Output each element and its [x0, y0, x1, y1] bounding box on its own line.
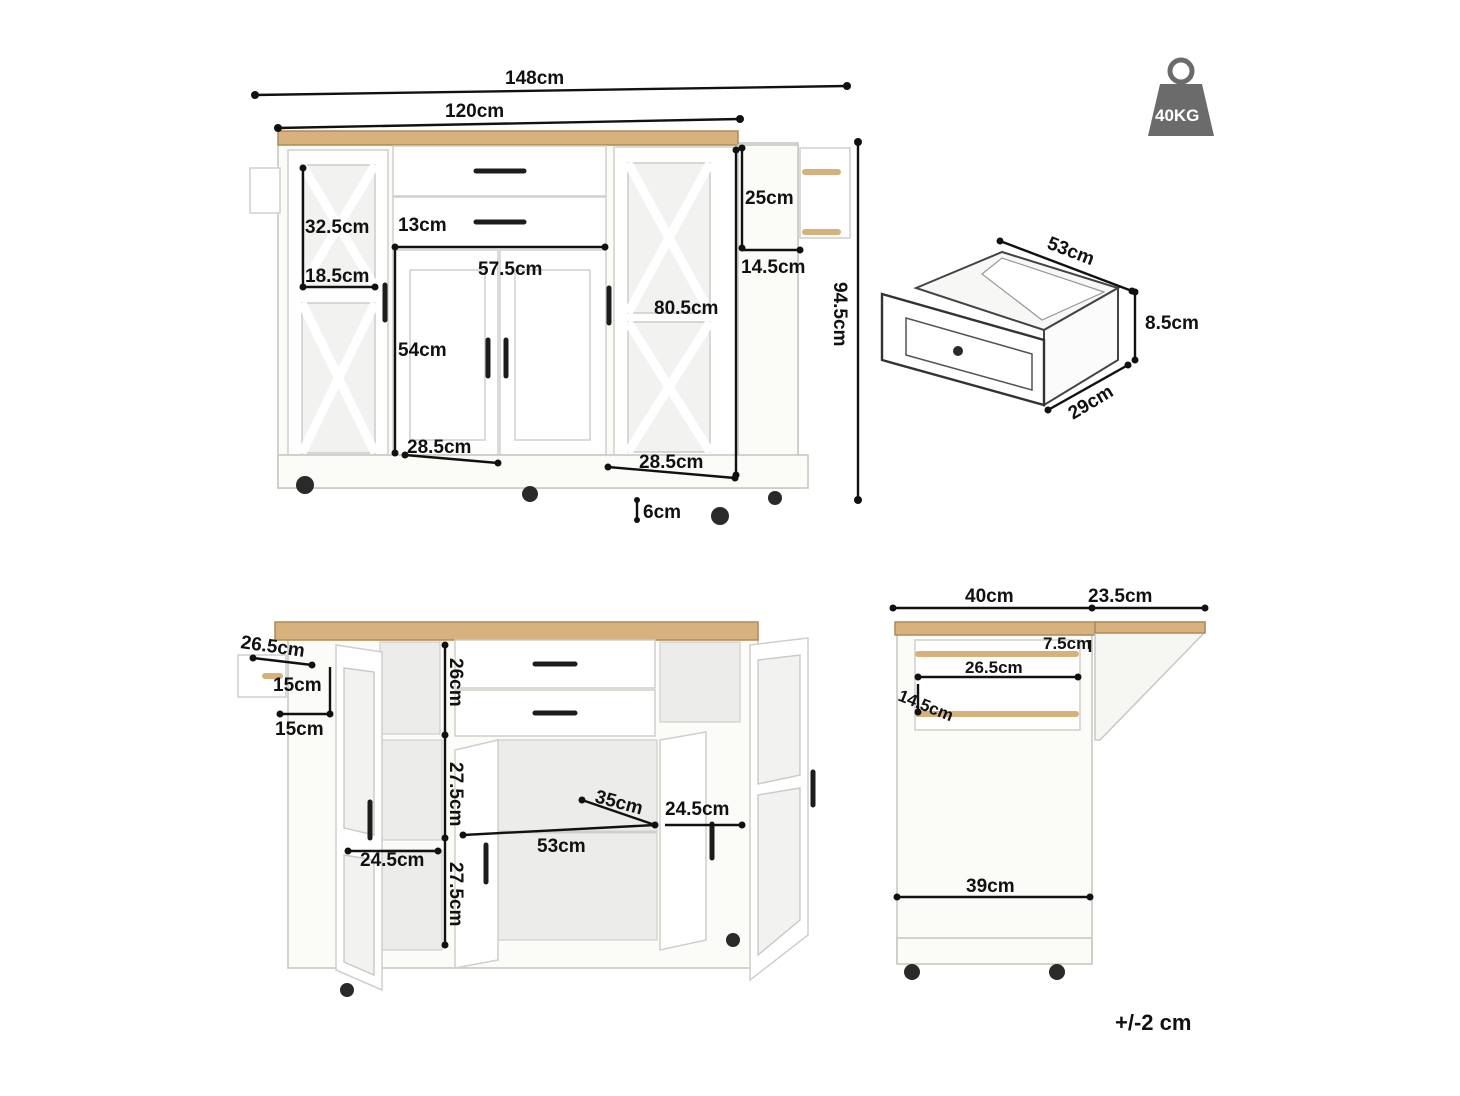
label-drawer-height-inner: 8.5cm [1145, 313, 1199, 334]
label-inner-width: 53cm [537, 836, 586, 857]
label-shelf-width-right: 28.5cm [639, 452, 703, 473]
front-wheel-1 [296, 476, 314, 494]
label-rack-length: 26.5cm [965, 658, 1023, 677]
front-towel-bracket [249, 167, 281, 214]
label-niche-height: 26cm [445, 658, 466, 707]
label-cabinet-height: 54cm [398, 340, 447, 361]
open-view: 26.5cm 15cm 15cm 26cm 27.5cm 27.5cm 35cm… [237, 621, 816, 997]
label-overall-width: 148cm [505, 68, 564, 89]
label-shelf-width-left: 28.5cm [407, 437, 471, 458]
front-side-leaf [737, 144, 799, 476]
drawer-knob [953, 346, 963, 356]
open-center-door-right [659, 731, 707, 951]
open-countertop [274, 621, 759, 641]
label-body-depth: 40cm [965, 586, 1014, 607]
weight-icon [1148, 84, 1214, 136]
front-width-leader [254, 84, 848, 97]
label-rack-gap-lower: 15cm [275, 719, 324, 740]
front-countertop [277, 130, 739, 146]
label-drawer-length: 53cm [1044, 233, 1097, 270]
front-wheel-2 [522, 486, 538, 502]
label-wheel-clearance: 6cm [643, 502, 681, 523]
label-glass-width: 18.5cm [305, 266, 369, 287]
drawer-view: 53cm 8.5cm 29cm [880, 233, 1199, 424]
label-rod-spacing: 7.5cm [1043, 634, 1091, 653]
label-lower-shelf-height: 27.5cm [445, 862, 466, 926]
label-rack-gap-upper: 15cm [273, 675, 322, 696]
front-view: 148cm 120cm 94.5cm 32.5cm 18.5cm 13cm 57… [249, 68, 862, 525]
label-glass-height: 32.5cm [305, 217, 369, 238]
weight-badge: 40KG [1148, 57, 1214, 136]
label-height: 94.5cm [829, 282, 850, 346]
front-spice-rack [799, 147, 851, 239]
front-base [277, 454, 809, 489]
label-top-width: 120cm [445, 101, 504, 122]
label-rack-height: 25cm [745, 188, 794, 209]
label-base-depth: 39cm [966, 876, 1015, 897]
label-side-shelf-left: 24.5cm [360, 850, 424, 871]
label-side-cabinet-height: 80.5cm [654, 298, 718, 319]
side-view: 40cm 23.5cm 7.5cm 26.5cm 14.5cm 39cm [889, 586, 1209, 980]
label-upper-shelf-height: 27.5cm [445, 762, 466, 826]
label-leaf-depth: 23.5cm [1088, 586, 1152, 607]
open-center-door-left [454, 739, 499, 969]
label-rack-depth: 14.5cm [741, 257, 805, 278]
label-drawer-height: 13cm [398, 215, 447, 236]
side-drop-leaf [1094, 621, 1206, 741]
label-side-shelf-right: 24.5cm [665, 799, 729, 820]
weight-ring-icon [1167, 57, 1195, 85]
weight-label: 40KG [1155, 106, 1199, 125]
front-wheel-4 [768, 491, 782, 505]
label-cabinet-width: 57.5cm [478, 259, 542, 280]
front-wheel-3 [711, 507, 729, 525]
tolerance-note: +/-2 cm [1115, 1010, 1191, 1035]
